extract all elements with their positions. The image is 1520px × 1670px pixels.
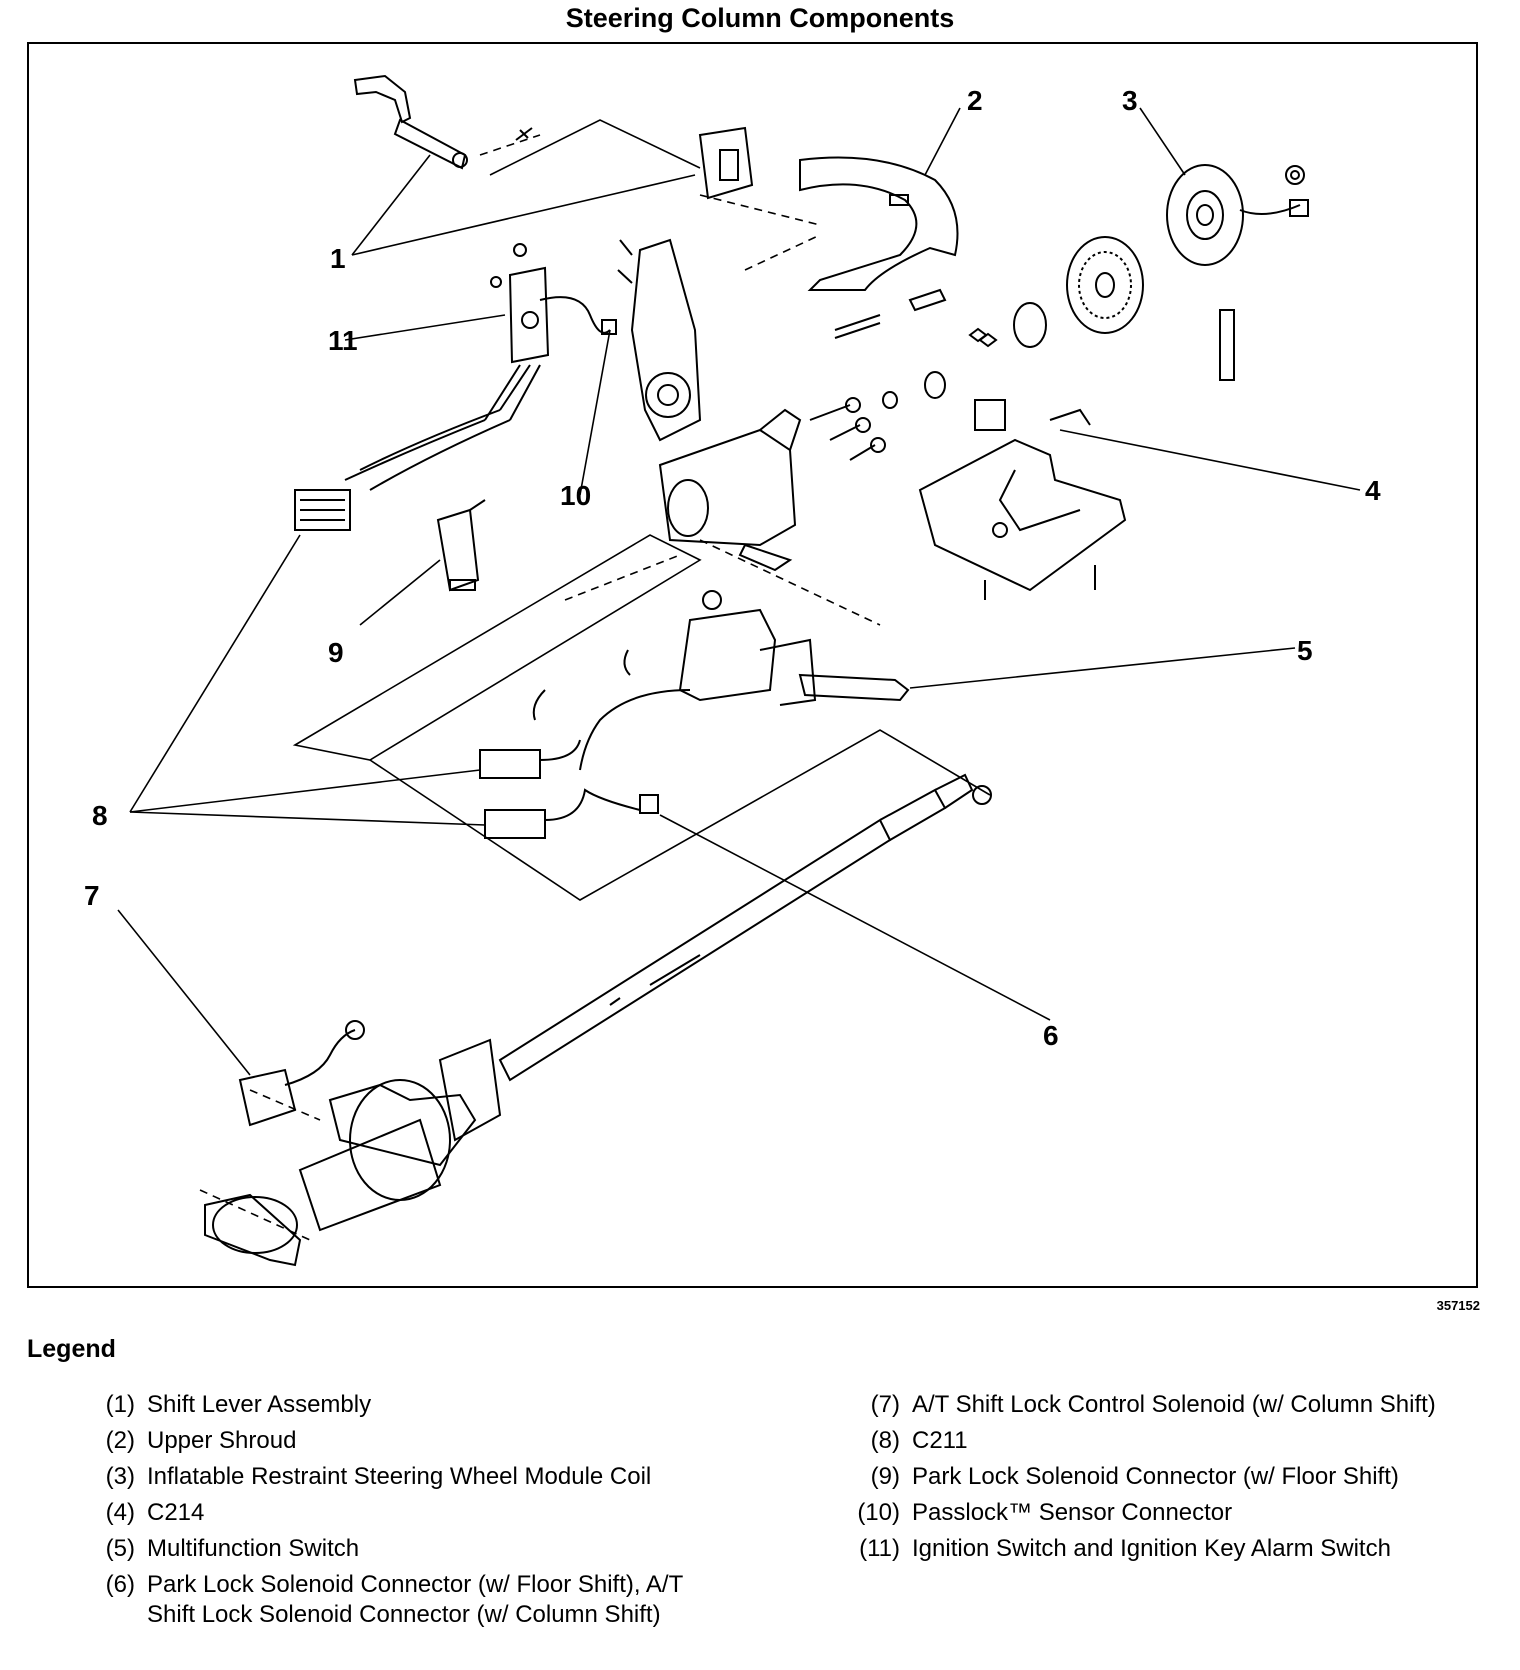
legend-number: (10) [857,1499,900,1526]
diagram-title: Steering Column Components [565,3,955,33]
legend-text: Shift Lever Assembly [147,1391,372,1418]
upper-shroud [799,156,959,291]
legend-item: (5) Multifunction Switch [55,1534,705,1564]
callout-4: 4 [1365,475,1381,506]
multifunction-switch [532,590,910,771]
legend-text: Multifunction Switch [147,1535,360,1562]
ignition-switch [344,243,617,491]
legend-number: (6) [105,1571,135,1598]
legend-item: (10) Passlock™ Sensor Connector [820,1498,1470,1528]
legend-text: Inflatable Restraint Steering Wheel Modu… [147,1463,652,1490]
module-coil [1166,164,1309,266]
legend-number: (3) [105,1463,135,1490]
legend-item: (4) C214 [55,1498,705,1528]
legend-number: (1) [105,1391,135,1418]
callout-5: 5 [1297,635,1313,666]
diagram-frame [27,42,1478,1288]
lower-shroud [918,309,1235,600]
legend-text: Park Lock Solenoid Connector (w/ Floor S… [912,1463,1399,1490]
exploded-view-drawing: 1 2 3 4 5 6 7 8 9 10 11 [84,74,1381,1267]
callout-9: 9 [328,637,344,668]
legend-text: Ignition Switch and Ignition Key Alarm S… [912,1535,1391,1562]
legend-text: Park Lock Solenoid Connector (w/ Floor S… [147,1571,683,1628]
steering-shaft [498,773,992,1082]
legend-text: Passlock™ Sensor Connector [912,1499,1233,1526]
figure-id: 357152 [1436,1298,1480,1313]
c211-connector-upper [294,489,351,531]
legend-text: C214 [147,1499,205,1526]
callout-10: 10 [560,480,591,511]
legend-number: (2) [105,1427,135,1454]
lock-housing [617,238,702,442]
legend-left-column: (1)Shift Lever Assembly (2)Upper Shroud … [55,1390,705,1636]
callout-7: 7 [84,880,100,911]
turn-signal-cancel-cam [1066,236,1144,334]
legend-text: A/T Shift Lock Control Solenoid (w/ Colu… [912,1391,1436,1418]
lock-plate-parts [834,288,1047,409]
legend-number: (8) [870,1427,900,1454]
legend-number: (5) [105,1535,135,1562]
park-lock-solenoid-connector [436,499,486,592]
callout-11: 11 [328,325,358,356]
c211-connector-lower [479,739,659,839]
legend-right-column: (7) A/T Shift Lock Control Solenoid (w/ C… [820,1390,1470,1570]
legend-item: (7) A/T Shift Lock Control Solenoid (w/ C… [820,1390,1470,1420]
legend-item: (9) Park Lock Solenoid Connector (w/ Floo… [820,1462,1470,1492]
column-housing [658,397,886,572]
legend-number: (11) [859,1535,900,1562]
column-jacket [204,1038,502,1267]
legend-item: (2) Upper Shroud [55,1426,705,1456]
callout-3: 3 [1122,85,1138,116]
legend-number: (7) [870,1391,900,1418]
legend-item: (3) Inflatable Restraint Steering Wheel M… [55,1462,705,1492]
legend-item: (8) C211 [820,1426,1470,1456]
callout-1: 1 [330,243,346,274]
legend-item: (1) Shift Lever Assembly [55,1390,705,1420]
legend-heading: Legend [27,1335,116,1363]
legend-item: (6) Park Lock Solenoid Connector (w/ Floo… [55,1570,705,1630]
legend-item: (11) Ignition Switch and Ignition Key Ala… [820,1534,1470,1564]
shift-lock-solenoid [238,1020,365,1127]
shift-lever-seal [698,126,754,200]
legend-text: C211 [912,1427,968,1454]
callout-2: 2 [967,85,983,116]
callout-labels: 1 2 3 4 5 6 7 8 9 10 11 [84,85,1381,1051]
shift-lever-assembly [353,74,533,170]
leader-lines [117,107,1361,1241]
callout-8: 8 [92,800,108,831]
legend-number: (4) [105,1499,135,1526]
callout-6: 6 [1043,1020,1059,1051]
legend-text: Upper Shroud [147,1427,297,1454]
legend-number: (9) [870,1463,900,1490]
